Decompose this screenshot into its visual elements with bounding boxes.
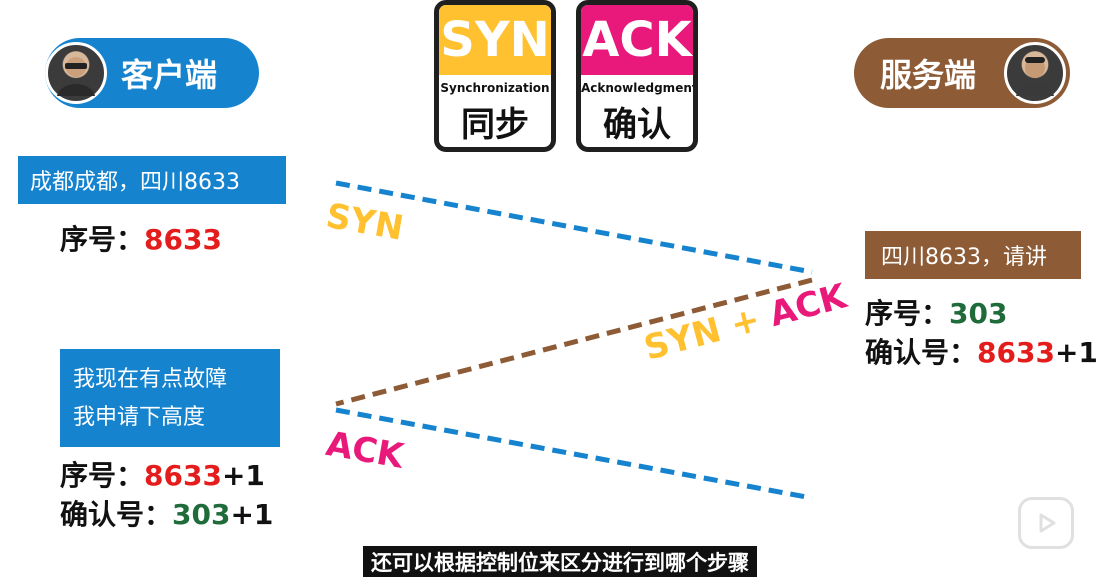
client-seq-1-value: 8633 — [144, 223, 222, 256]
syn-card-english: Synchronization — [440, 81, 550, 95]
client-seq-1: 序号：8633 — [60, 218, 222, 258]
syn-card-head: SYN — [439, 5, 551, 75]
server-ack-suffix: +1 — [1054, 336, 1097, 369]
syn-line — [335, 180, 813, 275]
server-ack-value: 8633 — [977, 336, 1055, 369]
client-ack-2-label: 确认号： — [60, 498, 173, 531]
video-subtitle: 还可以根据控制位来区分进行到哪个步骤 — [363, 546, 757, 577]
client-message-1-text: 成都成都，四川8633 — [30, 170, 240, 195]
ack-card: ACK Acknowledgment 确认 — [576, 0, 698, 152]
client-message-1: 成都成都，四川8633 — [18, 156, 286, 204]
client-seq-2-label: 序号： — [60, 459, 145, 492]
ack-line — [335, 407, 813, 501]
client-message-2: 我现在有点故障 我申请下高度 — [60, 349, 280, 447]
synack-line-label-plus: + — [726, 299, 765, 346]
ack-card-chinese: 确认 — [603, 105, 671, 145]
syn-card: SYN Synchronization 同步 — [434, 0, 556, 152]
client-message-2-line-1: 我现在有点故障 — [73, 367, 228, 392]
play-icon — [1018, 497, 1074, 549]
client-ack-2-value: 303 — [172, 498, 231, 531]
server-seq-value: 303 — [949, 297, 1008, 330]
server-seq-label: 序号： — [865, 297, 950, 330]
client-seq-2: 序号：8633+1 — [60, 454, 265, 494]
client-avatar — [45, 42, 107, 104]
server-ack-label: 确认号： — [865, 336, 978, 369]
syn-card-chinese: 同步 — [461, 105, 529, 145]
person-icon — [1016, 57, 1054, 96]
client-seq-2-suffix: +1 — [221, 459, 265, 492]
synack-line — [335, 277, 813, 407]
server-message: 四川8633，请讲 — [865, 231, 1081, 279]
client-message-2-line-2: 我申请下高度 — [73, 405, 206, 430]
server-seq: 序号：303 — [865, 292, 1007, 332]
client-seq-2-value: 8633 — [144, 459, 222, 492]
server-label: 服务端 — [880, 56, 977, 94]
ack-card-head: ACK — [581, 5, 693, 75]
client-label: 客户端 — [121, 56, 218, 94]
client-pill: 客户端 — [45, 38, 259, 108]
play-glyph — [1039, 513, 1056, 533]
client-ack-2: 确认号：303+1 — [60, 493, 273, 533]
server-avatar — [1004, 42, 1066, 104]
client-ack-2-suffix: +1 — [230, 498, 274, 531]
server-message-text: 四川8633，请讲 — [881, 245, 1047, 270]
ack-card-english: Acknowledgment — [581, 81, 698, 95]
client-seq-1-label: 序号： — [60, 223, 145, 256]
person-icon — [57, 57, 95, 96]
server-ack: 确认号：8633+1 — [865, 331, 1097, 371]
server-pill: 服务端 — [854, 38, 1070, 108]
